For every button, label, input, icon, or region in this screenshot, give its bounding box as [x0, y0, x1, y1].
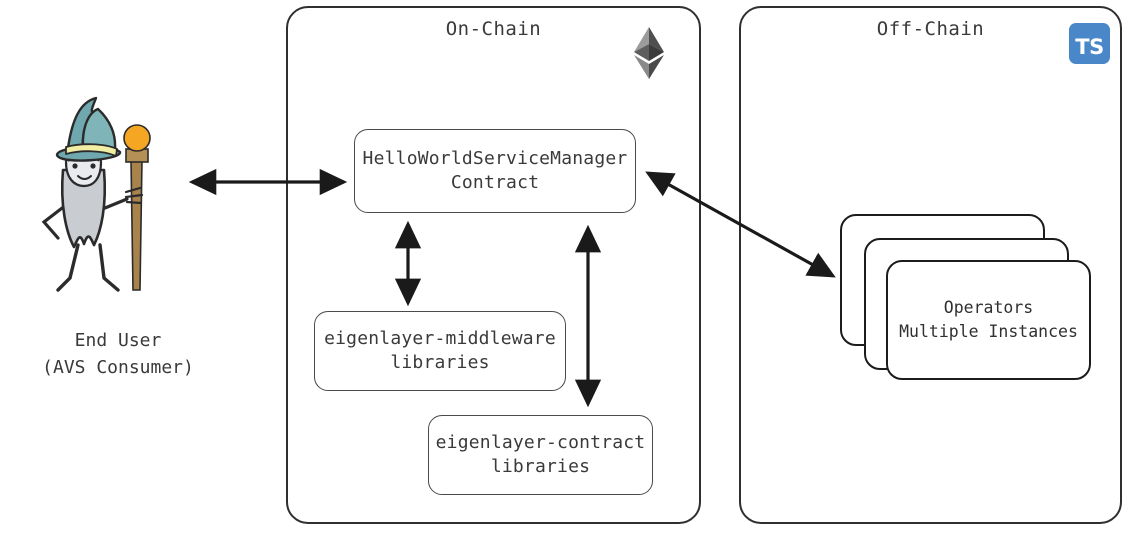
- wizard-leg-right: [98, 243, 120, 292]
- panel-on-chain-title: On-Chain: [445, 18, 542, 40]
- wizard-hat-cone: [66, 96, 98, 150]
- wizard-eye-right: [90, 163, 96, 169]
- wizard-mouth: [77, 175, 92, 180]
- node-service-manager-label: HelloWorldServiceManager Contract: [362, 147, 628, 193]
- panel-off-chain-title: Off-Chain: [876, 18, 985, 40]
- wizard-beard-body: [60, 168, 107, 249]
- wizard-eye-left: [72, 163, 78, 169]
- actor-end-user-name: End User (AVS Consumer): [42, 330, 194, 378]
- actor-end-user-label: End User (AVS Consumer): [8, 300, 228, 381]
- wizard-face: [64, 150, 103, 188]
- wizard-hand-right: [124, 186, 144, 205]
- wizard-eyebrows: [67, 157, 100, 162]
- wizard-hat-body: [81, 107, 117, 152]
- operators-label: Operators Multiple Instances: [899, 298, 1078, 341]
- node-contract-libraries-label: eigenlayer-contract libraries: [435, 431, 646, 477]
- wizard-arm-right: [103, 197, 129, 210]
- node-middleware-libraries[interactable]: eigenlayer-middleware libraries: [314, 311, 566, 391]
- wizard-leg-left: [56, 243, 80, 292]
- node-contract-libraries[interactable]: eigenlayer-contract libraries: [428, 415, 653, 495]
- wizard-hat-brim: [55, 145, 122, 162]
- staff-grip: [125, 148, 149, 163]
- operator-instance-front[interactable]: Operators Multiple Instances: [886, 260, 1091, 380]
- staff-shaft: [130, 159, 143, 291]
- wizard-arm-left: [41, 203, 68, 240]
- node-service-manager[interactable]: HelloWorldServiceManager Contract: [354, 129, 636, 213]
- wizard-icon: [41, 96, 151, 292]
- wizard-hat-band: [65, 143, 118, 157]
- typescript-logo: TS: [1069, 23, 1110, 64]
- staff-orb: [123, 124, 151, 152]
- node-middleware-libraries-label: eigenlayer-middleware libraries: [324, 327, 556, 373]
- typescript-logo-text: TS: [1075, 35, 1104, 59]
